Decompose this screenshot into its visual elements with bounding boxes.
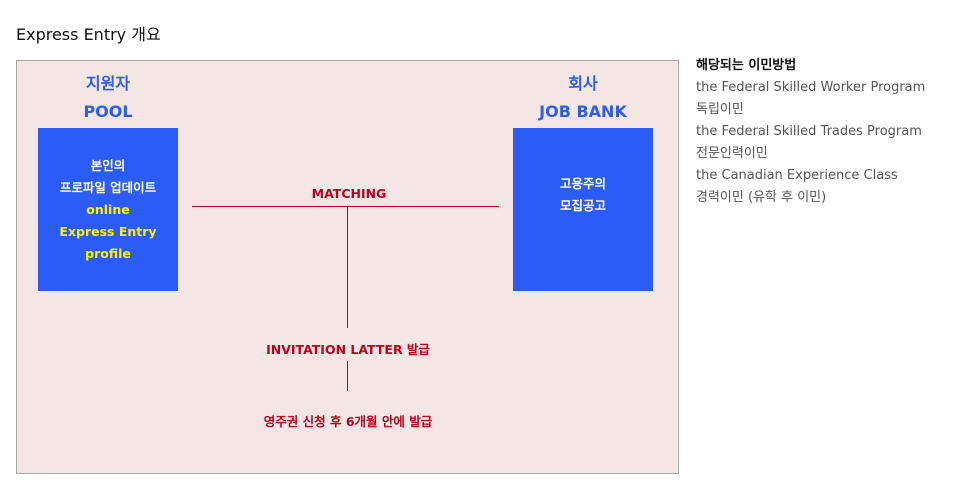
employer-job-box: 고용주의 모집공고 (513, 128, 653, 291)
box-text: 본인의 (90, 157, 126, 173)
applicant-heading: 지원자 POOL (28, 70, 188, 121)
method-item: the Canadian Experience Class (696, 168, 898, 183)
box-text: 모집공고 (559, 198, 606, 213)
box-text: 고용주의 (559, 176, 606, 191)
method-item: 경력이민 (유학 후 이민) (696, 190, 827, 205)
result-label: 영주권 신청 후 6개월 안에 발급 (263, 414, 433, 429)
method-item: the Federal Skilled Trades Program (696, 124, 922, 139)
connector-line (347, 206, 348, 328)
box-text: online (86, 201, 130, 217)
box-text: Express Entry (59, 223, 157, 239)
connector-line (347, 361, 348, 391)
applicant-label: 지원자 (85, 74, 131, 93)
matching-line (192, 206, 499, 207)
box-text: profile (85, 245, 131, 261)
page-title: Express Entry 개요 (16, 25, 161, 44)
company-label: 회사 (568, 74, 598, 93)
method-item: 독립이민 (696, 102, 744, 117)
applicant-profile-box: 본인의 프로파일 업데이트 online Express Entry profi… (38, 128, 178, 291)
methods-heading: 해당되는 이민방법 (696, 58, 797, 73)
matching-label: MATCHING (311, 186, 387, 201)
immigration-methods: 해당되는 이민방법 the Federal Skilled Worker Pro… (696, 55, 925, 209)
method-item: 전문인력이민 (696, 146, 768, 161)
method-item: the Federal Skilled Worker Program (696, 80, 926, 95)
invitation-label: INVITATION LATTER 발급 (266, 342, 430, 357)
company-heading: 회사 JOB BANK (503, 70, 663, 121)
pool-label: POOL (83, 102, 133, 121)
job-bank-label: JOB BANK (539, 102, 627, 121)
box-text: 프로파일 업데이트 (59, 179, 157, 195)
